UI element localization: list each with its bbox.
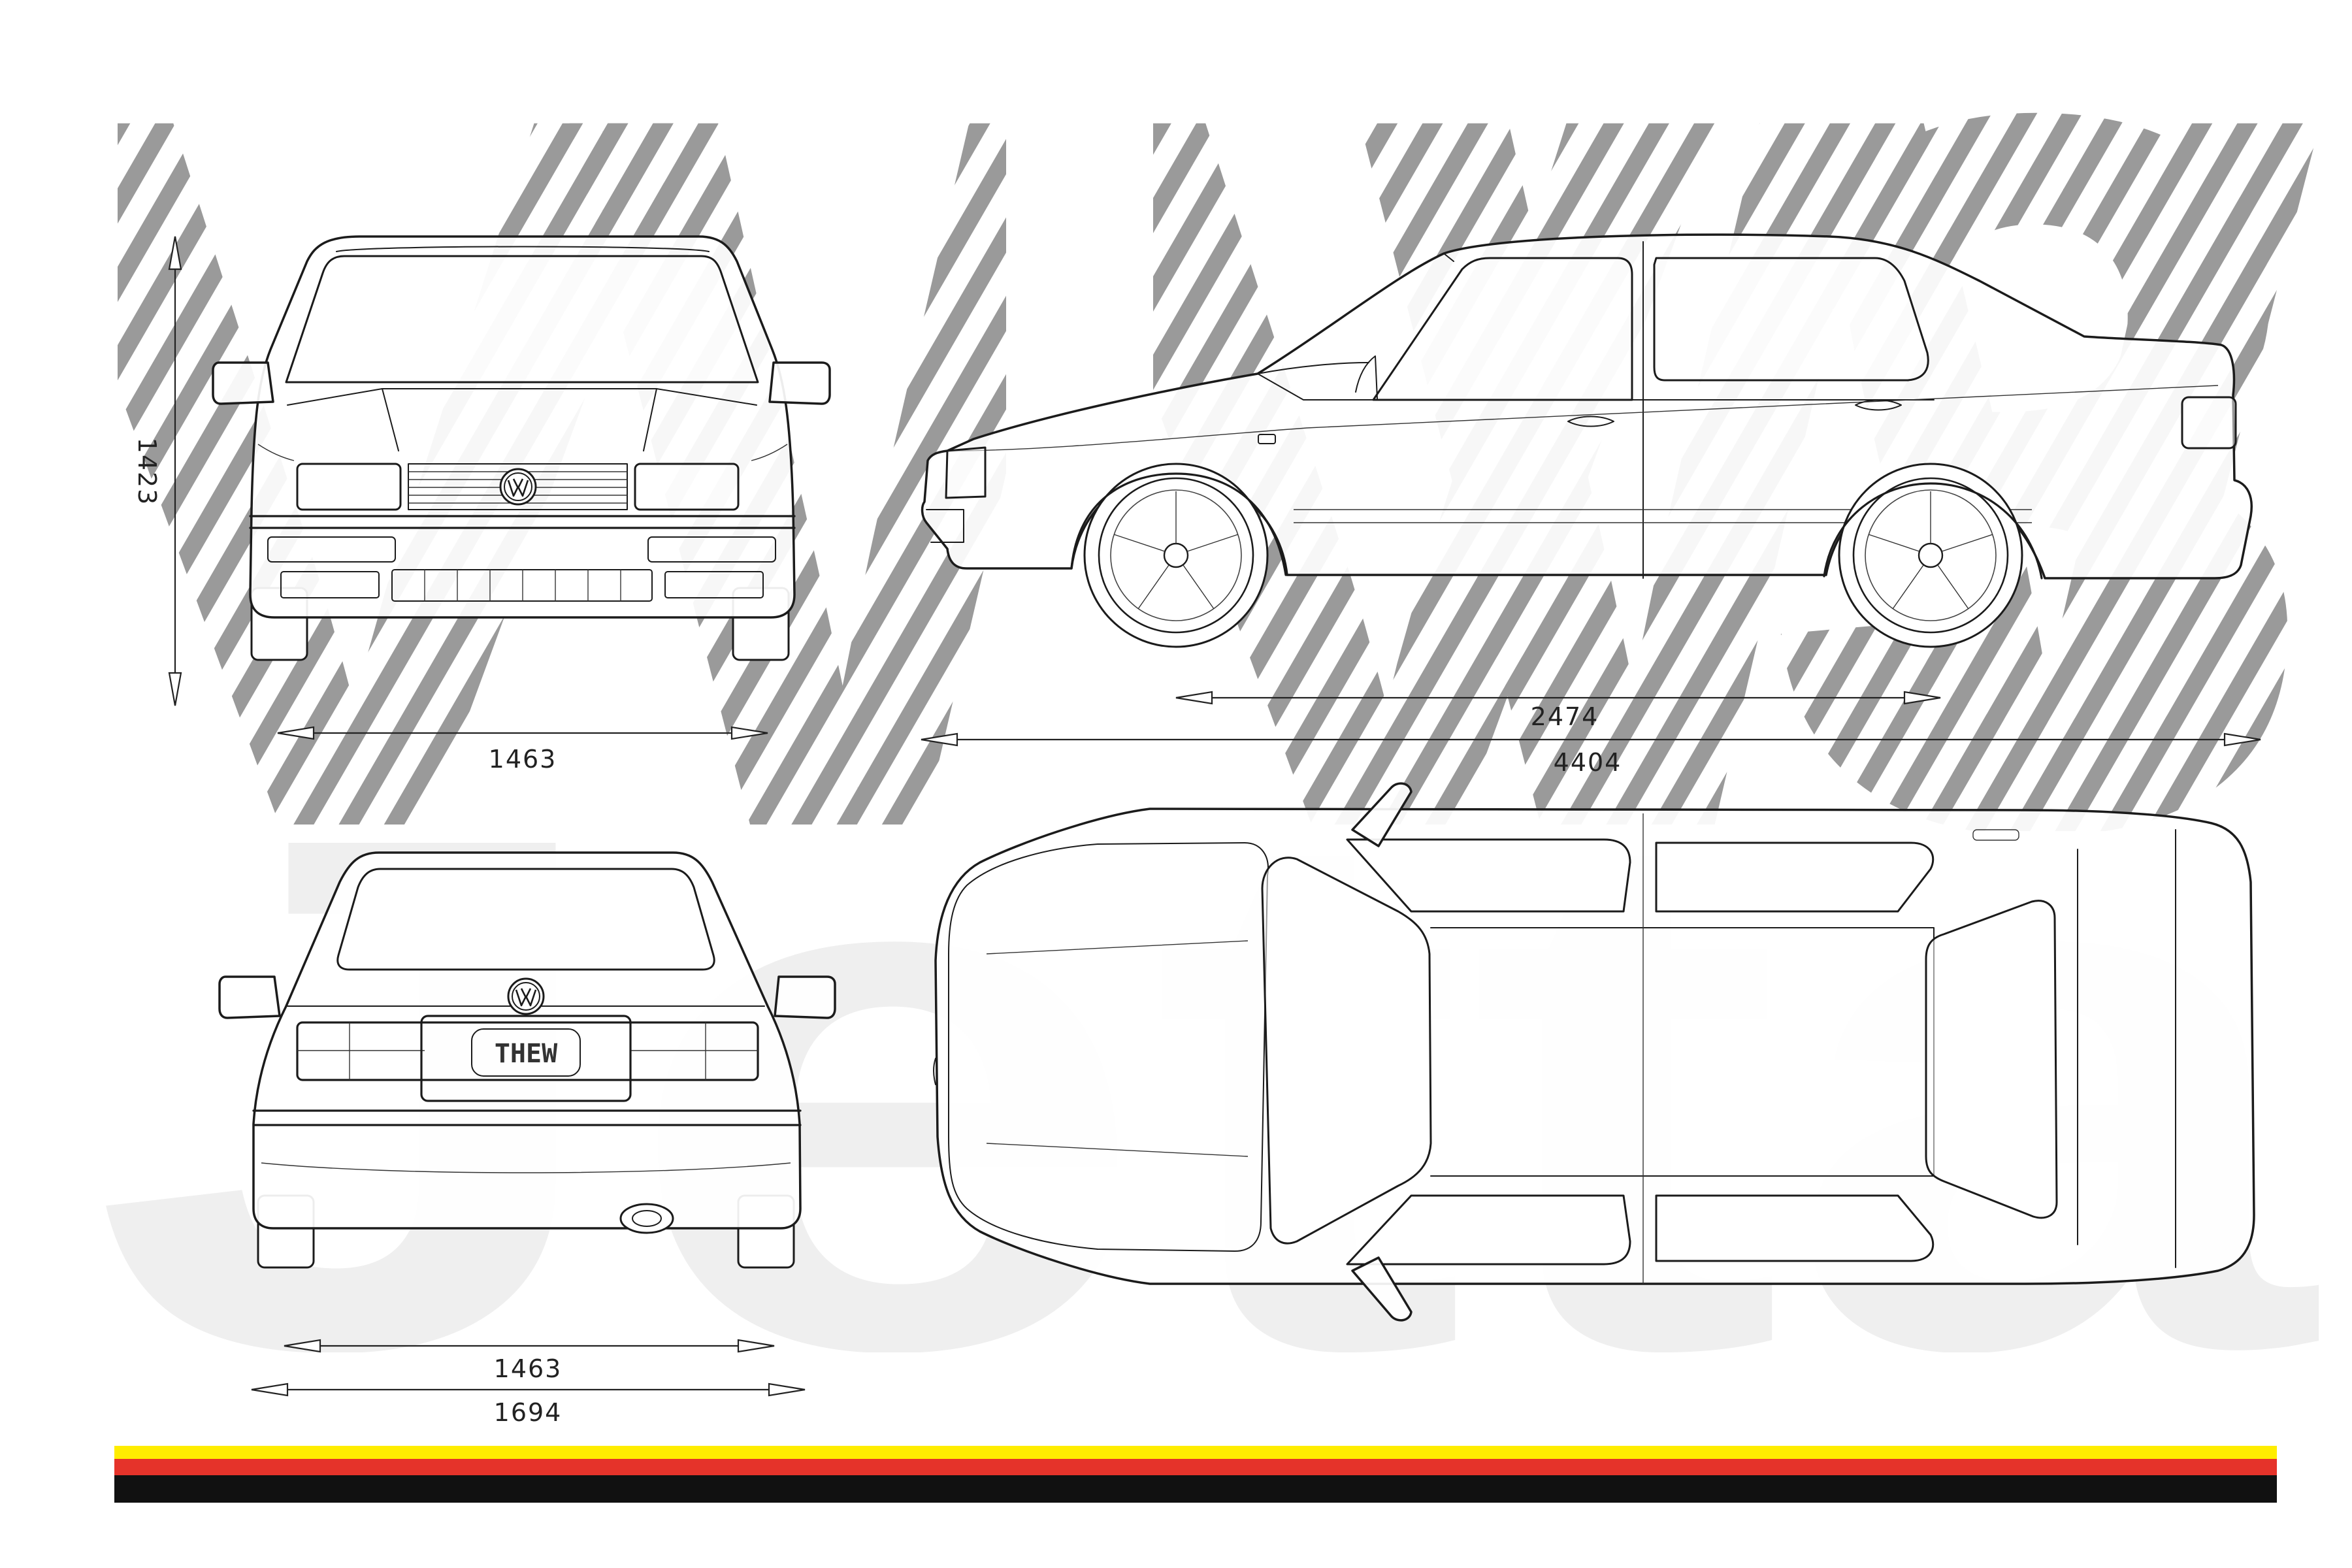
wheel-icon xyxy=(1838,463,2023,648)
dim-front-track: 1463 xyxy=(277,726,768,774)
front-fender-lines xyxy=(257,444,788,461)
dim-rear-track-label: 1463 xyxy=(494,1354,563,1383)
stripe-red xyxy=(114,1459,2277,1475)
front-plate-recess xyxy=(391,569,653,602)
front-mirror-left xyxy=(212,361,274,405)
front-headlight-right xyxy=(634,463,740,511)
rear-plate-recess xyxy=(420,1015,632,1102)
dim-overall-length-label: 4404 xyxy=(1554,748,1622,777)
top-rear-side-window-left xyxy=(1655,841,1935,913)
rear-bumper-line xyxy=(261,1162,791,1173)
side-beltline xyxy=(1257,373,1935,400)
side-view xyxy=(921,233,2253,648)
front-foglight-left xyxy=(267,536,396,563)
front-foglight-right xyxy=(647,536,776,563)
top-view xyxy=(933,782,2255,1322)
dim-front-height-label: 1423 xyxy=(133,438,161,506)
top-front-badge xyxy=(933,1058,936,1085)
dim-rear-width: 1694 xyxy=(251,1382,806,1427)
side-rear-door-handle xyxy=(1855,399,1902,411)
side-taillight xyxy=(2181,396,2237,449)
rear-view: THEW xyxy=(218,851,836,1269)
dim-front-height: 1423 xyxy=(133,236,182,706)
side-headlight xyxy=(945,446,987,499)
side-wheel-arches xyxy=(1070,472,2043,580)
dim-rear-width-label: 1694 xyxy=(494,1398,563,1427)
dimensions: 1423 1463 2474 4404 1463 xyxy=(133,236,2261,1427)
front-vent-left xyxy=(280,571,380,598)
front-vent-right xyxy=(664,571,764,598)
dim-wheelbase-label: 2474 xyxy=(1531,702,1599,731)
top-trunk-lines xyxy=(2077,829,2176,1268)
side-marker xyxy=(1258,434,1276,444)
front-mirror-right xyxy=(768,361,831,405)
side-mirror xyxy=(1355,355,1378,399)
top-windshield xyxy=(1261,857,1432,1245)
front-roof-line xyxy=(336,246,710,252)
vw-logo-icon xyxy=(507,977,545,1015)
top-mirror-left xyxy=(1351,782,1413,847)
top-front-side-window-left xyxy=(1346,838,1631,913)
top-mirror-right xyxy=(1351,1256,1413,1322)
stripe-yellow xyxy=(114,1446,2277,1459)
rear-bumper-top xyxy=(252,1109,802,1126)
dim-front-track-label: 1463 xyxy=(489,745,557,774)
dim-rear-track: 1463 xyxy=(284,1339,775,1383)
side-front-indicator xyxy=(926,509,964,543)
side-door-lines xyxy=(1257,241,1644,579)
rear-exhaust xyxy=(619,1203,674,1234)
top-hood-creases xyxy=(986,940,1249,1157)
top-front-side-window-right xyxy=(1346,1194,1631,1266)
front-view xyxy=(212,235,831,661)
top-antenna xyxy=(1972,829,2019,841)
rear-taillight-bar xyxy=(296,1021,759,1081)
side-shoulder-line xyxy=(950,385,2219,451)
top-hood xyxy=(948,842,1269,1252)
rear-license-plate xyxy=(471,1028,581,1077)
front-headlight-left xyxy=(296,463,402,511)
rear-mirror-left xyxy=(218,975,281,1019)
rear-window xyxy=(336,868,715,971)
side-front-door-handle xyxy=(1567,416,1614,427)
front-lower-grille xyxy=(424,570,621,601)
front-bumper-top xyxy=(249,515,796,529)
front-hood-creases xyxy=(382,388,657,451)
front-grille xyxy=(408,463,628,510)
side-rear-window xyxy=(1653,257,1929,382)
front-windshield xyxy=(285,255,759,384)
wheel-icon xyxy=(1083,463,1269,648)
stripe-black xyxy=(114,1475,2277,1503)
top-rear-side-window-right xyxy=(1655,1194,1935,1262)
rear-mirror-right xyxy=(774,975,836,1019)
rear-exhaust-inner xyxy=(632,1210,662,1227)
dim-wheelbase: 2474 xyxy=(1175,691,1941,731)
dim-overall-length: 4404 xyxy=(921,732,2261,777)
top-rear-window xyxy=(1925,900,2058,1219)
license-plate-text: THEW xyxy=(495,1039,558,1069)
rear-taillight-segments xyxy=(297,1022,758,1080)
german-flag-stripes xyxy=(114,1446,2277,1503)
side-front-window xyxy=(1372,257,1633,401)
front-hood-edge xyxy=(287,388,757,406)
vw-logo-icon xyxy=(499,468,537,506)
